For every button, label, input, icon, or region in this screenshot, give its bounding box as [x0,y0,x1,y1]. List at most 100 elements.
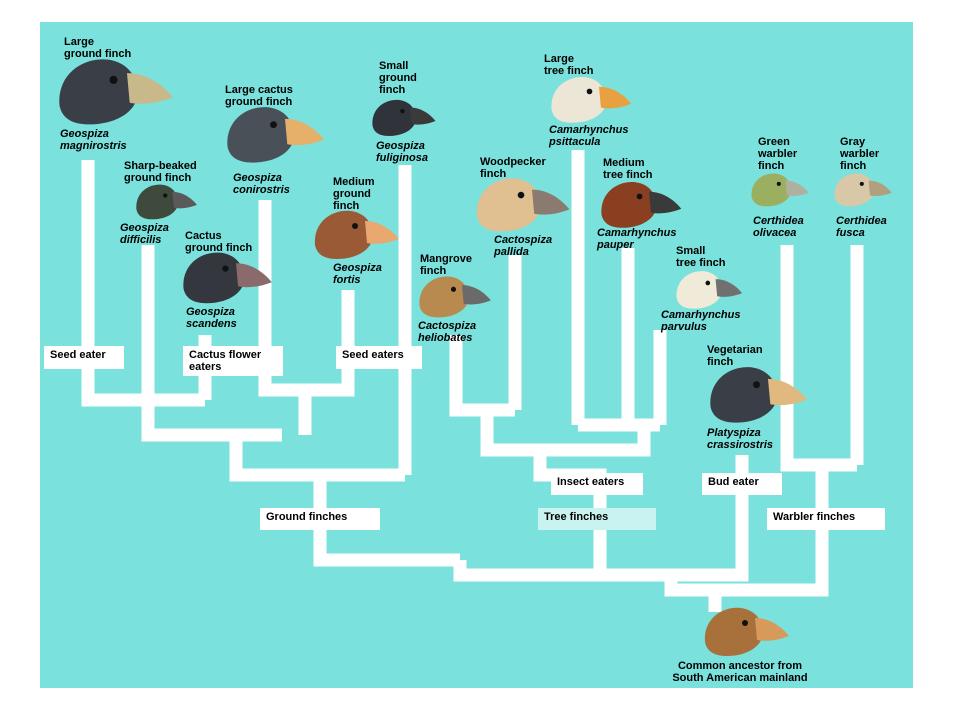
label-vegetarian-finch: Vegetarian finch [707,344,763,368]
vegetarian-finch-head [710,367,778,423]
diet-label-seed-eaters: Seed eaters [336,346,422,369]
medium-ground-finch-icon [314,210,399,259]
label-gray-warbler-finch: Gray warbler finch [840,136,880,172]
common-ancestor-icon [704,607,789,656]
small-ground-finch-eye [400,109,405,114]
small-ground-finch-beak [410,107,436,125]
gray-warbler-finch-icon [834,173,892,207]
branch-ground-inner [229,435,405,482]
branch-large-ground-finch [81,160,205,407]
sci-sharp-beaked-ground-finch: Geospiza difficilis [120,222,169,246]
branch-tree-join-b [540,418,651,457]
small-tree-finch-eye [705,280,711,286]
mangrove-finch-head [419,276,469,318]
woodpecker-finch-beak [532,189,570,215]
large-tree-finch-beak [599,86,632,109]
diet-label-bud-eater: Bud eater [702,473,782,495]
branch-mangrove [449,335,515,417]
vegetarian-finch-beak [768,378,808,406]
medium-tree-finch-eye [636,193,643,200]
label-medium-tree-finch: Medium tree finch [603,157,653,181]
common-ancestor-beak [755,618,789,641]
sci-large-ground-finch: Geospiza magnirostris [60,128,127,152]
small-tree-finch-icon [676,271,743,309]
small-tree-finch-beak [715,279,743,297]
green-warbler-finch-beak [785,180,809,196]
sci-cactus-ground-finch: Geospiza scandens [186,306,237,330]
diet-label-cactus-flower-eaters: Cactus flower eaters [183,346,283,376]
label-large-ground-finch: Large ground finch [64,36,132,60]
woodpecker-finch-head [476,178,541,232]
medium-tree-finch-icon [601,182,682,228]
common-ancestor-head [704,607,763,656]
woodpecker-finch-icon [476,178,570,232]
branch-ground-tree-join [453,540,607,582]
label-cactus-ground-finch: Cactus ground finch [185,230,253,254]
green-warbler-finch-eye [776,181,781,186]
label-medium-ground-finch: Medium ground finch [333,176,375,212]
large-ground-finch-eye [109,75,118,84]
common-ancestor-eye [742,620,748,626]
sharp-beaked-ground-finch-head [136,184,179,220]
sci-small-ground-finch: Geospiza fuliginosa [376,140,428,164]
label-large-tree-finch: Large tree finch [544,53,594,77]
bird-illustrations [59,59,892,656]
sharp-beaked-ground-finch-eye [163,193,168,198]
label-sharp-beaked-ground-finch: Sharp-beaked ground finch [124,160,197,184]
sci-green-warbler-finch: Certhidea olivacea [753,215,804,239]
branch-main-join [664,575,715,597]
large-cactus-ground-finch-beak [285,118,325,146]
medium-ground-finch-eye [352,223,358,229]
label-small-ground-finch: Small ground finch [379,60,417,96]
gray-warbler-finch-eye [859,181,864,186]
large-ground-finch-head [59,59,138,125]
cactus-ground-finch-head [183,252,245,304]
large-tree-finch-head [551,77,607,123]
large-cactus-ground-finch-icon [227,107,325,163]
green-warbler-finch-icon [751,173,809,207]
small-tree-finch-head [676,271,722,309]
sci-small-tree-finch: Camarhynchus parvulus [661,309,741,333]
sci-vegetarian-finch: Platyspiza crassirostris [707,427,774,451]
label-small-tree-finch: Small tree finch [676,245,726,269]
group-label-tree-finches: Tree finches [538,508,656,530]
branch-ground-stem [313,475,460,567]
label-common-ancestor: Common ancestor from South American main… [672,660,808,684]
label-woodpecker-finch: Woodpecker finch [480,156,546,180]
green-warbler-finch-head [751,173,792,207]
sci-gray-warbler-finch: Certhidea fusca [836,215,887,239]
large-tree-finch-eye [586,88,593,95]
medium-tree-finch-head [601,182,657,228]
branch-tree-join-a [480,410,540,457]
small-ground-finch-icon [372,99,436,136]
branch-green-warbler [780,245,857,472]
large-tree-finch-icon [551,77,632,123]
mangrove-finch-eye [450,286,457,292]
gray-warbler-finch-head [834,173,875,207]
group-label-ground-finches: Ground finches [260,508,380,530]
sci-large-cactus-ground-finch: Geospiza conirostris [233,172,290,196]
tree-branches [81,150,864,612]
diet-label-insect-eaters: Insect eaters [551,473,643,495]
sharp-beaked-ground-finch-beak [172,191,197,209]
label-green-warbler-finch: Green warbler finch [758,136,798,172]
vegetarian-finch-icon [710,367,808,423]
gray-warbler-finch-beak [868,180,892,196]
small-ground-finch-head [372,99,416,136]
sci-large-tree-finch: Camarhynchus psittacula [549,124,629,148]
branch-vegetarian [600,455,749,582]
cactus-ground-finch-eye [222,265,229,272]
woodpecker-finch-eye [517,191,525,199]
branch-warbler-stem [715,465,829,597]
large-cactus-ground-finch-head [227,107,295,163]
large-ground-finch-beak [127,73,173,104]
branch-large-cactus [258,200,305,397]
sharp-beaked-ground-finch-icon [136,184,197,220]
cactus-ground-finch-beak [236,263,272,288]
sci-medium-tree-finch: Camarhynchus pauper [597,227,677,251]
label-mangrove-finch: Mangrove finch [420,253,472,277]
mangrove-finch-beak [462,285,491,305]
medium-ground-finch-beak [365,221,399,244]
vegetarian-finch-eye [753,381,760,389]
